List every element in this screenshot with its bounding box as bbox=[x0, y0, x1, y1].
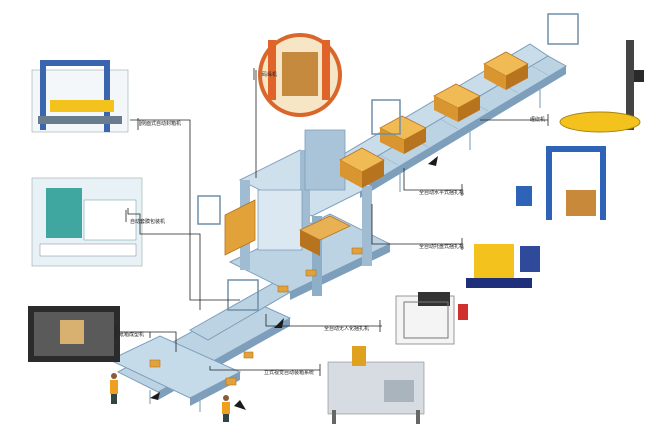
carton-sealer-machine bbox=[31, 60, 129, 133]
label-auto-strapper: 全自动无人化捆扎机 bbox=[324, 326, 370, 332]
horizontal-strapper-machine bbox=[516, 146, 606, 220]
label-case-packer: 立式视觉自动装箱系统 bbox=[264, 370, 315, 376]
top-right-frame bbox=[197, 13, 579, 311]
label-carton-sealer: 侧面式自动封箱机 bbox=[141, 121, 182, 127]
palletizer-gantry bbox=[224, 129, 374, 296]
case-packer-machine bbox=[327, 346, 425, 424]
palletizer-photo bbox=[258, 33, 342, 117]
flow-arrow-icon bbox=[150, 156, 438, 410]
operator-icon bbox=[110, 373, 230, 422]
label-pallet-strapper: 全自动托盘式捆扎机 bbox=[419, 244, 465, 250]
auto-strapper-machine bbox=[395, 292, 468, 345]
cartons-lower bbox=[149, 247, 363, 386]
leader-lines bbox=[118, 70, 548, 371]
label-stretch-wrapper: 缠绕机 bbox=[530, 117, 546, 123]
stretch-wrapper-machine bbox=[559, 40, 644, 133]
conveyor-line bbox=[108, 43, 567, 412]
pallet-strapper-machine bbox=[466, 244, 540, 288]
label-case-erector: 纸箱成型机 bbox=[119, 332, 145, 338]
label-horizontal-strapper: 全自动水平式捆扎机 bbox=[419, 190, 465, 196]
label-shrink-wrapper: 自动套膜包装机 bbox=[130, 219, 166, 225]
case-erector-machine bbox=[28, 306, 120, 362]
shrink-wrapper-machine bbox=[31, 177, 143, 267]
label-palletizer: 码垛机 bbox=[262, 72, 278, 78]
cartons-upper bbox=[339, 51, 529, 188]
